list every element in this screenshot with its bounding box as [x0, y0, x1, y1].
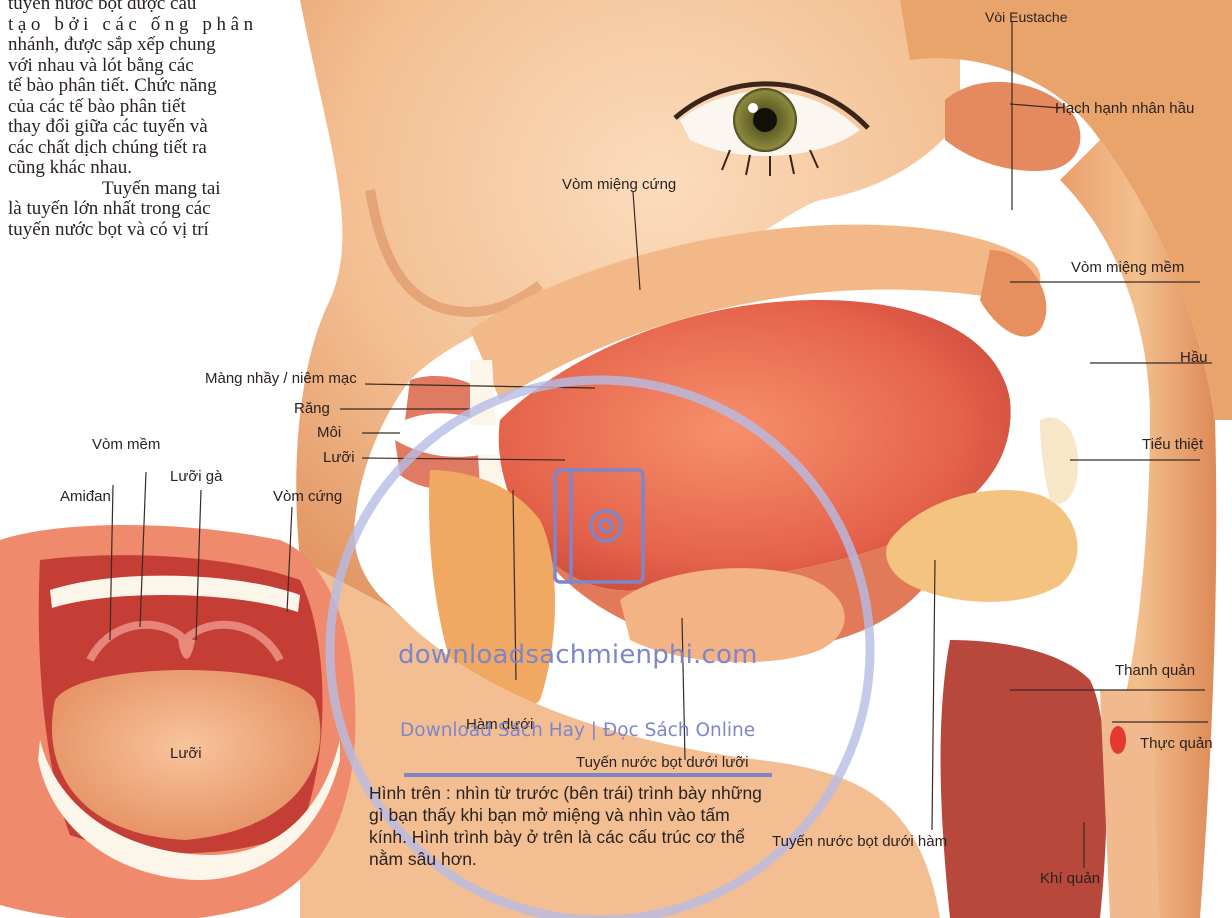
label-voi-eustache: Vòi Eustache — [985, 8, 1068, 26]
body-line: tế bào phân tiết. Chức năng — [8, 76, 271, 97]
label-luoi-ga: Lưỡi gà — [170, 468, 222, 486]
trachea — [1100, 690, 1160, 918]
body-line: tạo bởi các ống phân — [8, 15, 271, 36]
label-vom-cung: Vòm cứng — [273, 488, 342, 506]
body-line: Tuyến mang tai — [8, 179, 271, 200]
label-tuyen-duoi-luoi: Tuyến nước bọt dưới lưỡi — [576, 754, 748, 772]
body-line: nhánh, được sắp xếp chung — [8, 35, 271, 56]
label-tuyen-duoi-ham: Tuyến nước bọt dưới hàm — [772, 833, 947, 851]
body-line: với nhau và lót bằng các — [8, 56, 271, 77]
body-line: là tuyến lớn nhất trong các — [8, 199, 271, 220]
label-thanh-quan: Thanh quản — [1115, 662, 1195, 680]
soft-palate — [980, 250, 1046, 337]
label-luoi-front: Lưỡi — [170, 745, 202, 763]
label-amidan: Amiđan — [60, 488, 111, 506]
body-line: của các tế bào phân tiết — [8, 97, 271, 118]
label-luoi-side: Lưỡi — [323, 449, 355, 467]
watermark-tagline: Download Sách Hay | Đọc Sách Online — [400, 720, 755, 741]
label-hau: Hầu — [1180, 349, 1208, 367]
label-hach-hanh-nhan-hau: Hạch hạnh nhân hầu — [1055, 100, 1194, 118]
body-text: tuyến nước bọt được cấu tạo bởi các ống … — [8, 0, 271, 240]
epiglottis — [1040, 417, 1078, 503]
label-moi: Môi — [317, 424, 341, 442]
body-line: cũng khác nhau. — [8, 158, 271, 179]
body-line: tuyến nước bọt và có vị trí — [8, 220, 271, 241]
watermark-underline — [404, 773, 772, 777]
label-rang: Răng — [294, 400, 330, 418]
label-vom-mem: Vòm mềm — [92, 436, 160, 454]
label-khi-quan: Khí quản — [1040, 870, 1100, 888]
body-line: các chất dịch chúng tiết ra — [8, 138, 271, 159]
label-thuc-quan: Thực quản — [1140, 735, 1213, 753]
esophagus-opening — [1110, 726, 1126, 754]
label-vom-mieng-mem: Vòm miệng mềm — [1071, 259, 1184, 277]
body-line: tuyến nước bọt được cấu — [8, 0, 271, 15]
label-tieu-thiet: Tiểu thiệt — [1142, 436, 1203, 454]
body-line: thay đổi giữa các tuyến và — [8, 117, 271, 138]
figure-caption: Hình trên : nhìn từ trước (bên trái) trì… — [369, 782, 769, 870]
label-vom-mieng-cung: Vòm miệng cứng — [562, 176, 676, 194]
label-mang-nhay: Màng nhầy / niêm mạc — [205, 370, 357, 388]
watermark-site: downloadsachmienphi.com — [398, 640, 758, 670]
